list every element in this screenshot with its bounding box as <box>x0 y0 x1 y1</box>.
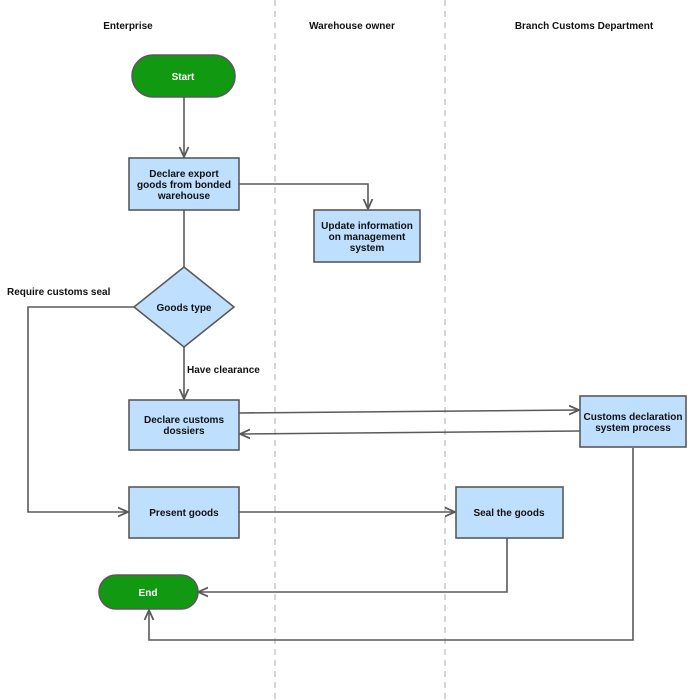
update-info-shape <box>313 209 421 263</box>
edge-seal-goods-to-end <box>198 538 508 592</box>
start-node[interactable]: Start <box>131 54 236 98</box>
present-goods-shape <box>128 486 240 539</box>
update-info-label-line-3: system <box>350 243 385 254</box>
goods-type-decision[interactable]: Goods type <box>132 265 236 349</box>
seal-goods-shape <box>455 486 564 539</box>
customs-process-shape <box>579 395 687 448</box>
seal-goods-node[interactable]: Seal the goods <box>455 486 564 539</box>
update-info-label-line-2: on management <box>329 232 406 243</box>
declare-export-shape <box>128 157 240 211</box>
edge-label-have-clearance: Have clearance <box>187 365 260 376</box>
declare-dossiers-shape <box>128 399 240 451</box>
customs-process-node[interactable]: Customs declaration system process <box>579 395 687 448</box>
edge-declare-export-to-update-info <box>239 183 368 209</box>
declare-dossiers-label-line-1: Declare customs <box>144 415 224 426</box>
present-goods-node[interactable]: Present goods <box>128 486 240 539</box>
edge-goods-type-to-present-goods <box>27 306 134 512</box>
update-info-node[interactable]: Update information on management system <box>313 209 421 263</box>
start-label: Start <box>172 72 195 83</box>
declare-export-label-line-2: goods from bonded <box>137 180 231 191</box>
customs-process-label-line-2: system process <box>595 423 671 434</box>
declare-export-node[interactable]: Declare export goods from bonded warehou… <box>128 157 240 211</box>
goods-type-diamond <box>132 265 236 349</box>
declare-dossiers-node[interactable]: Declare customs dossiers <box>128 399 240 451</box>
edge-customs-process-to-end <box>149 448 634 641</box>
lane-title-enterprise: Enterprise <box>103 21 153 32</box>
goods-type-label: Goods type <box>156 303 211 314</box>
edge-label-require-customs-seal: Require customs seal <box>7 287 111 298</box>
lane-title-warehouse-owner: Warehouse owner <box>309 21 395 32</box>
seal-goods-label: Seal the goods <box>473 508 545 519</box>
end-node[interactable]: End <box>98 574 199 610</box>
declare-export-label-line-1: Declare export <box>149 169 219 180</box>
end-label: End <box>139 588 158 599</box>
present-goods-label: Present goods <box>149 508 219 519</box>
start-shape <box>131 54 236 98</box>
edge-customs-process-to-dossiers <box>240 431 581 434</box>
declare-dossiers-label-line-2: dossiers <box>163 426 205 437</box>
update-info-label-line-1: Update information <box>321 221 413 232</box>
lane-title-branch-customs: Branch Customs Department <box>515 21 654 32</box>
edge-dossiers-to-customs-process <box>238 410 579 413</box>
declare-export-label-line-3: warehouse <box>157 191 211 202</box>
customs-process-label-line-1: Customs declaration <box>584 412 683 423</box>
end-shape <box>98 574 199 610</box>
